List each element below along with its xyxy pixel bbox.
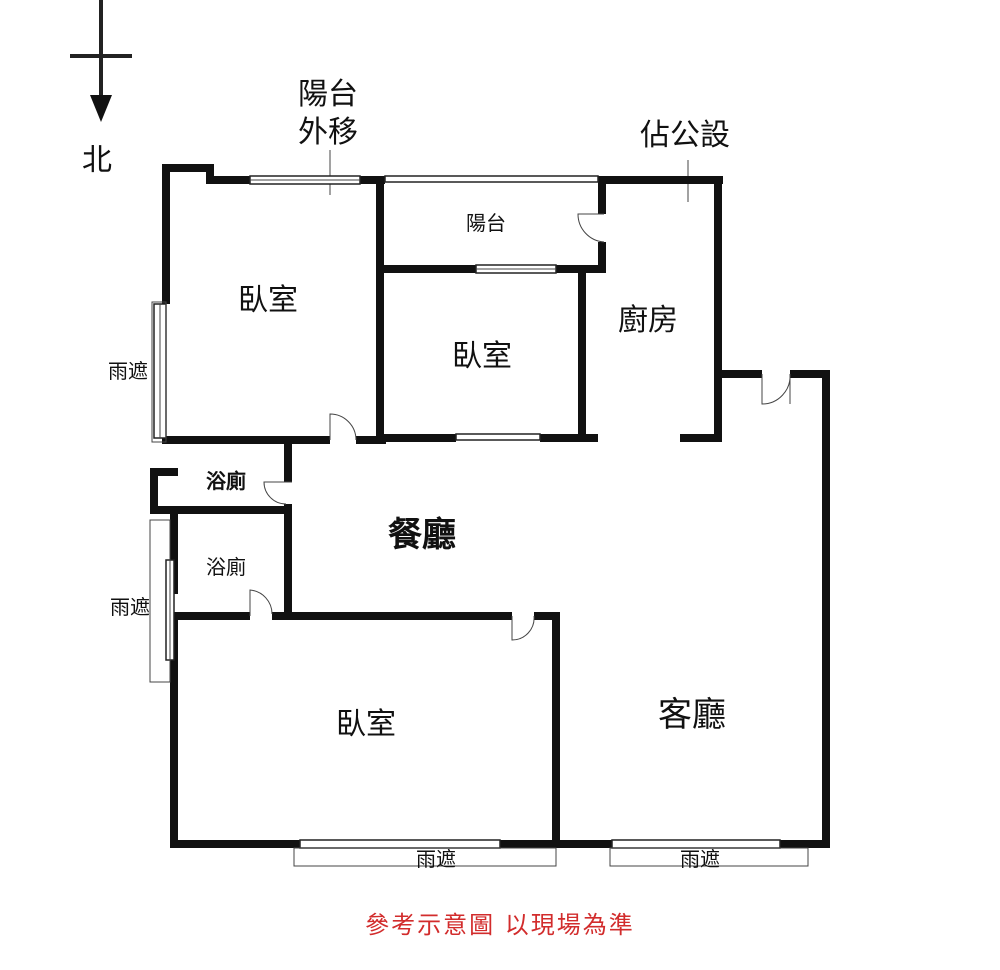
room-bedroom-south: 臥室 (336, 707, 396, 742)
awning-label-south-right: 雨遮 (680, 847, 720, 871)
awning-label-west-lower: 雨遮 (110, 595, 150, 619)
room-bath-lower: 浴廁 (206, 555, 246, 579)
north-label: 北 (82, 143, 112, 178)
awning-label-west-upper: 雨遮 (108, 359, 148, 383)
door-swings (249, 213, 791, 641)
room-kitchen: 廚房 (618, 303, 678, 338)
awnings (149, 301, 809, 867)
disclaimer-note: 參考示意圖 以現場為準 (365, 911, 635, 939)
room-balcony: 陽台 (466, 211, 506, 235)
arrow-down-icon (90, 95, 112, 122)
walls (150, 164, 830, 848)
balcony-moved-line1: 陽台 (298, 77, 358, 112)
balcony-moved-line2: 外移 (298, 115, 358, 150)
awning-label-south-left: 雨遮 (416, 847, 456, 871)
room-bath-upper: 浴廁 (206, 469, 246, 493)
room-dining: 餐廳 (388, 515, 456, 555)
room-bedroom-center: 臥室 (452, 339, 512, 374)
room-living: 客廳 (658, 695, 726, 735)
north-compass: 北 (70, 0, 132, 178)
room-bedroom-nw: 臥室 (238, 283, 298, 318)
public-facility-label: 佔公設 (640, 118, 730, 153)
